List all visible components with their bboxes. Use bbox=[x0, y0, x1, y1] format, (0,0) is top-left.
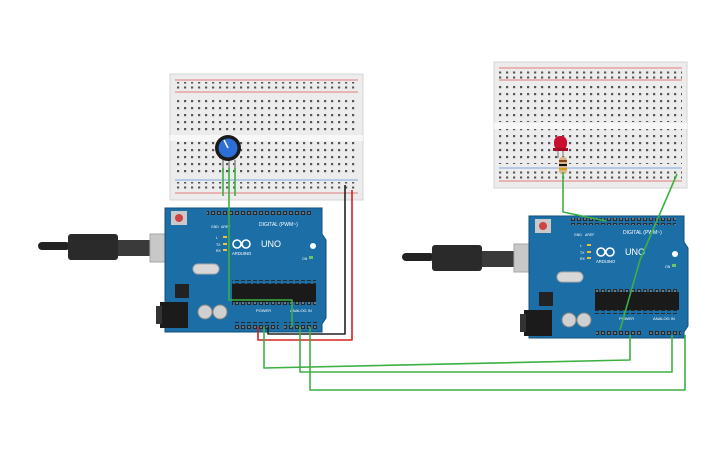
wire-pot-wiper[interactable] bbox=[228, 168, 293, 327]
wire-led-gnd[interactable] bbox=[619, 173, 678, 331]
digital-label-right: DIGITAL (PWM~) bbox=[623, 230, 662, 236]
analog-label-right: ANALOG IN bbox=[653, 316, 675, 321]
wire-link-1[interactable] bbox=[263, 327, 631, 369]
arduino-logo-right-icon bbox=[596, 247, 615, 257]
power-label-right: POWER bbox=[619, 316, 634, 321]
model-label-left: UNO bbox=[261, 239, 281, 249]
tx-label-right: TX bbox=[580, 251, 585, 255]
l-led-label-right: L bbox=[580, 244, 582, 248]
arduino-board-left[interactable]: DIGITAL (PWM~) AREF GND UNO ARDUINO L TX… bbox=[38, 207, 327, 333]
l-led-label-left: L bbox=[216, 236, 218, 240]
brand-label-left: ARDUINO bbox=[232, 251, 252, 256]
usb-cable-right-icon bbox=[402, 243, 545, 273]
on-label-left: ON bbox=[302, 257, 308, 261]
brand-label-right: ARDUINO bbox=[596, 259, 616, 264]
wire-5v-red[interactable] bbox=[257, 190, 353, 341]
wire-led-to-pin[interactable] bbox=[562, 172, 607, 222]
aref-label-left: AREF bbox=[221, 225, 230, 229]
on-label-right: ON bbox=[665, 265, 671, 269]
reset-button-right[interactable] bbox=[535, 219, 551, 233]
wires[interactable] bbox=[222, 168, 686, 391]
power-jack-left-icon bbox=[156, 302, 188, 328]
gnd-label-right: GND bbox=[574, 233, 582, 237]
wire-gnd-black[interactable] bbox=[267, 185, 346, 335]
gnd-label-left: GND bbox=[211, 225, 219, 229]
rx-label-right: RX bbox=[580, 257, 586, 261]
resistor-icon[interactable] bbox=[559, 157, 567, 174]
digital-label-left: DIGITAL (PWM~) bbox=[259, 222, 298, 228]
arduino-board-right[interactable]: DIGITAL (PWM~) AREF GND UNO ARDUINO L TX… bbox=[402, 215, 689, 339]
analog-label-left: ANALOG IN bbox=[290, 308, 312, 313]
led-icon[interactable] bbox=[553, 136, 568, 158]
wire-link-3[interactable] bbox=[309, 327, 686, 391]
wire-link-2[interactable] bbox=[299, 327, 673, 373]
reset-button-left[interactable] bbox=[171, 211, 187, 225]
breadboard-right[interactable] bbox=[493, 61, 688, 189]
rx-label-left: RX bbox=[216, 249, 222, 253]
usb-cable-left-icon bbox=[38, 233, 181, 263]
arduino-logo-left-icon bbox=[232, 239, 251, 249]
breadboard-left[interactable] bbox=[169, 73, 364, 201]
tx-label-left: TX bbox=[216, 243, 221, 247]
power-label-left: POWER bbox=[256, 308, 271, 313]
power-jack-right-icon bbox=[520, 310, 552, 336]
model-label-right: UNO bbox=[625, 247, 645, 257]
aref-label-right: AREF bbox=[585, 233, 594, 237]
